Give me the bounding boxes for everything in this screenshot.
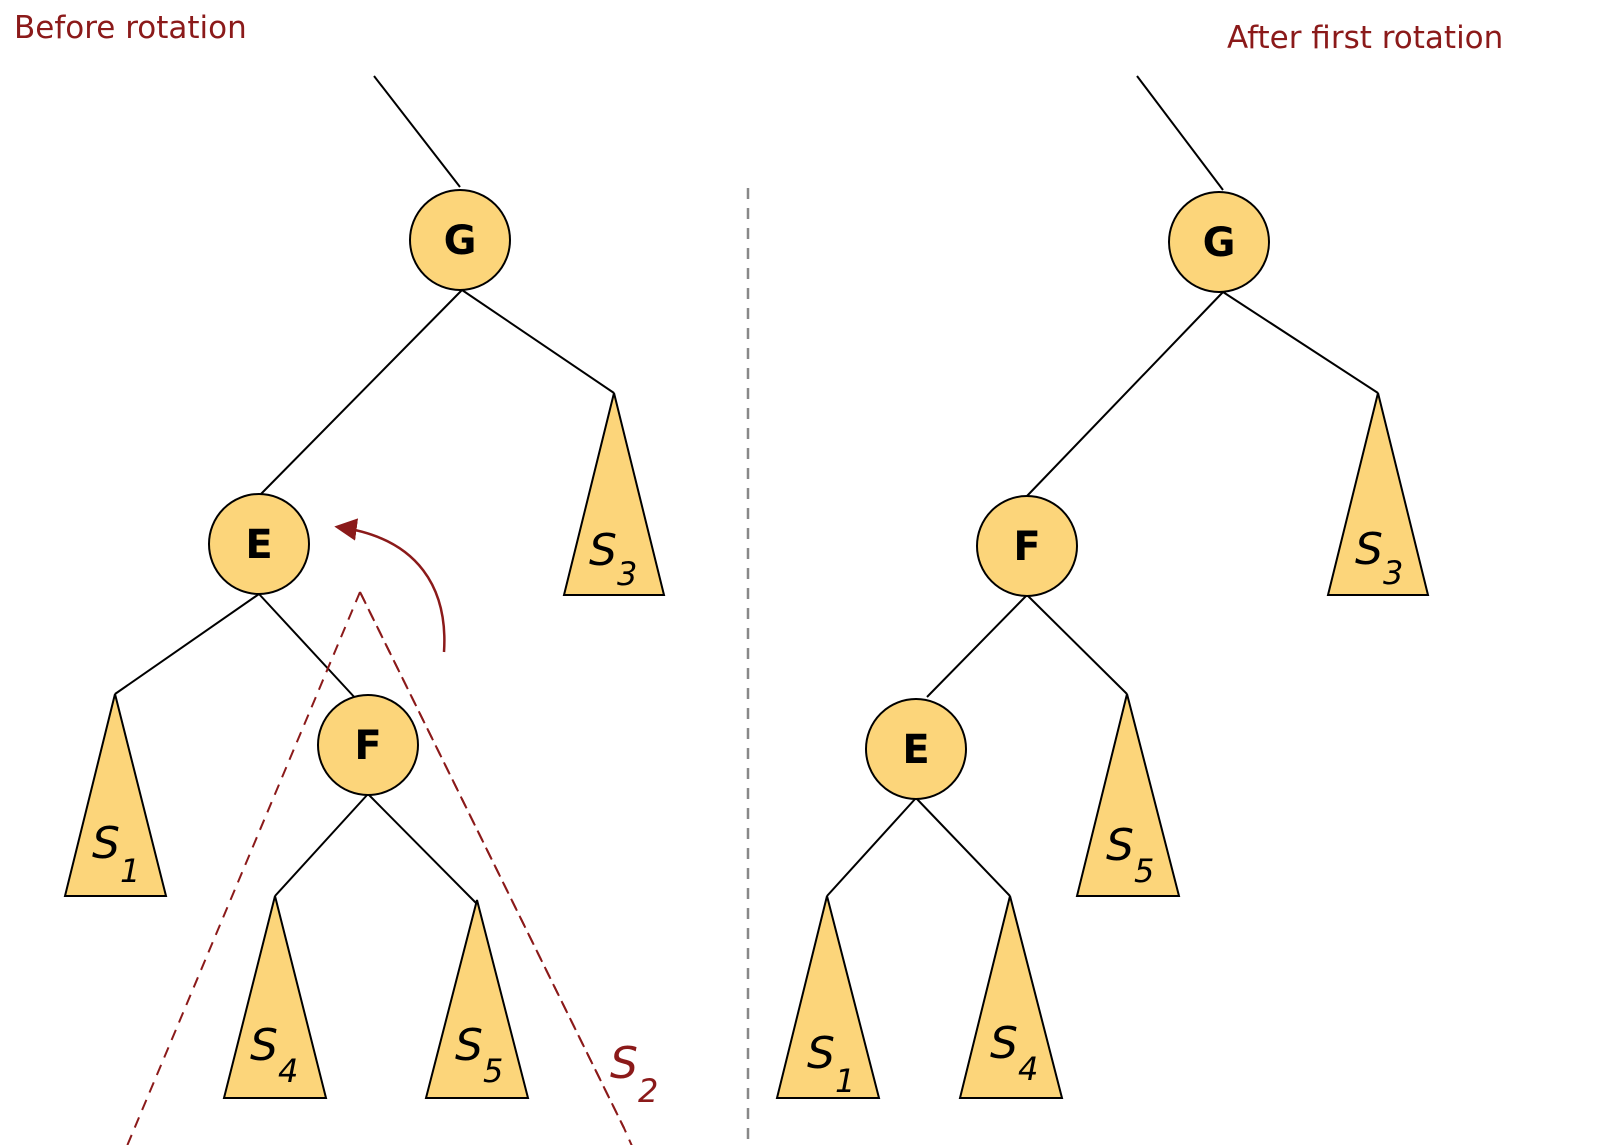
subtree-s5-right-label: S5 bbox=[1106, 820, 1154, 890]
left-tree: G E F S3 S1 S4 S5 S2 bbox=[63, 75, 666, 1145]
edge-f-e-right bbox=[926, 594, 1028, 698]
edge-parent-g bbox=[373, 75, 461, 188]
caption-before-rotation: Before rotation bbox=[14, 10, 247, 46]
edge-f-s5-right bbox=[1026, 594, 1128, 695]
subtree-s4-right-label: S4 bbox=[990, 1018, 1038, 1088]
s2-group-outline bbox=[126, 589, 633, 1145]
node-e-right: E bbox=[865, 698, 967, 800]
edge-e-s1-right bbox=[826, 797, 917, 897]
edge-f-s5 bbox=[367, 793, 478, 905]
rotation-arrow bbox=[334, 518, 446, 653]
node-g-right: G bbox=[1168, 191, 1270, 293]
node-f-label: F bbox=[354, 723, 381, 769]
node-e-label: E bbox=[245, 522, 272, 568]
node-g: G bbox=[409, 189, 511, 291]
subtree-s1-label: S1 bbox=[92, 818, 140, 890]
subtree-s4 bbox=[222, 895, 328, 1099]
edge-f-s4 bbox=[274, 793, 369, 897]
caption-after-rotation: After first rotation bbox=[1227, 20, 1503, 56]
node-f: F bbox=[317, 694, 419, 796]
subtree-s5-label: S5 bbox=[455, 1020, 503, 1090]
edge-e-f bbox=[258, 593, 358, 701]
subtree-s4-right bbox=[958, 895, 1064, 1099]
subtree-s4-label: S4 bbox=[250, 1020, 298, 1090]
subtree-s3-right bbox=[1326, 392, 1430, 596]
node-g-right-label: G bbox=[1203, 220, 1236, 266]
subtree-s3-right-label: S3 bbox=[1355, 524, 1403, 592]
s2-group-right-edge bbox=[359, 591, 625, 1129]
edge-g-e bbox=[258, 289, 463, 497]
subtree-s1-right bbox=[775, 895, 881, 1099]
edge-parent-g-right bbox=[1136, 75, 1224, 191]
node-e: E bbox=[208, 493, 310, 595]
s2-group-label: S2 bbox=[610, 1038, 658, 1110]
edge-g-s3 bbox=[461, 289, 615, 394]
subtree-s1-right-label: S1 bbox=[807, 1028, 855, 1100]
edge-e-s1 bbox=[114, 593, 260, 695]
node-f-right: F bbox=[976, 495, 1078, 597]
edge-g-f-right bbox=[1026, 291, 1224, 497]
right-tree: G F E S3 S5 S1 S4 bbox=[775, 75, 1430, 1100]
subtree-s5-right bbox=[1075, 693, 1181, 897]
edge-e-s4-right bbox=[915, 797, 1011, 897]
node-g-label: G bbox=[444, 218, 477, 264]
subtree-s3 bbox=[562, 392, 666, 596]
subtree-s1 bbox=[63, 693, 168, 897]
node-e-right-label: E bbox=[902, 727, 929, 773]
subtree-s5 bbox=[424, 899, 530, 1099]
edge-g-s3-right bbox=[1222, 291, 1379, 394]
node-f-right-label: F bbox=[1013, 524, 1040, 570]
subtree-s3-label: S3 bbox=[589, 525, 637, 593]
